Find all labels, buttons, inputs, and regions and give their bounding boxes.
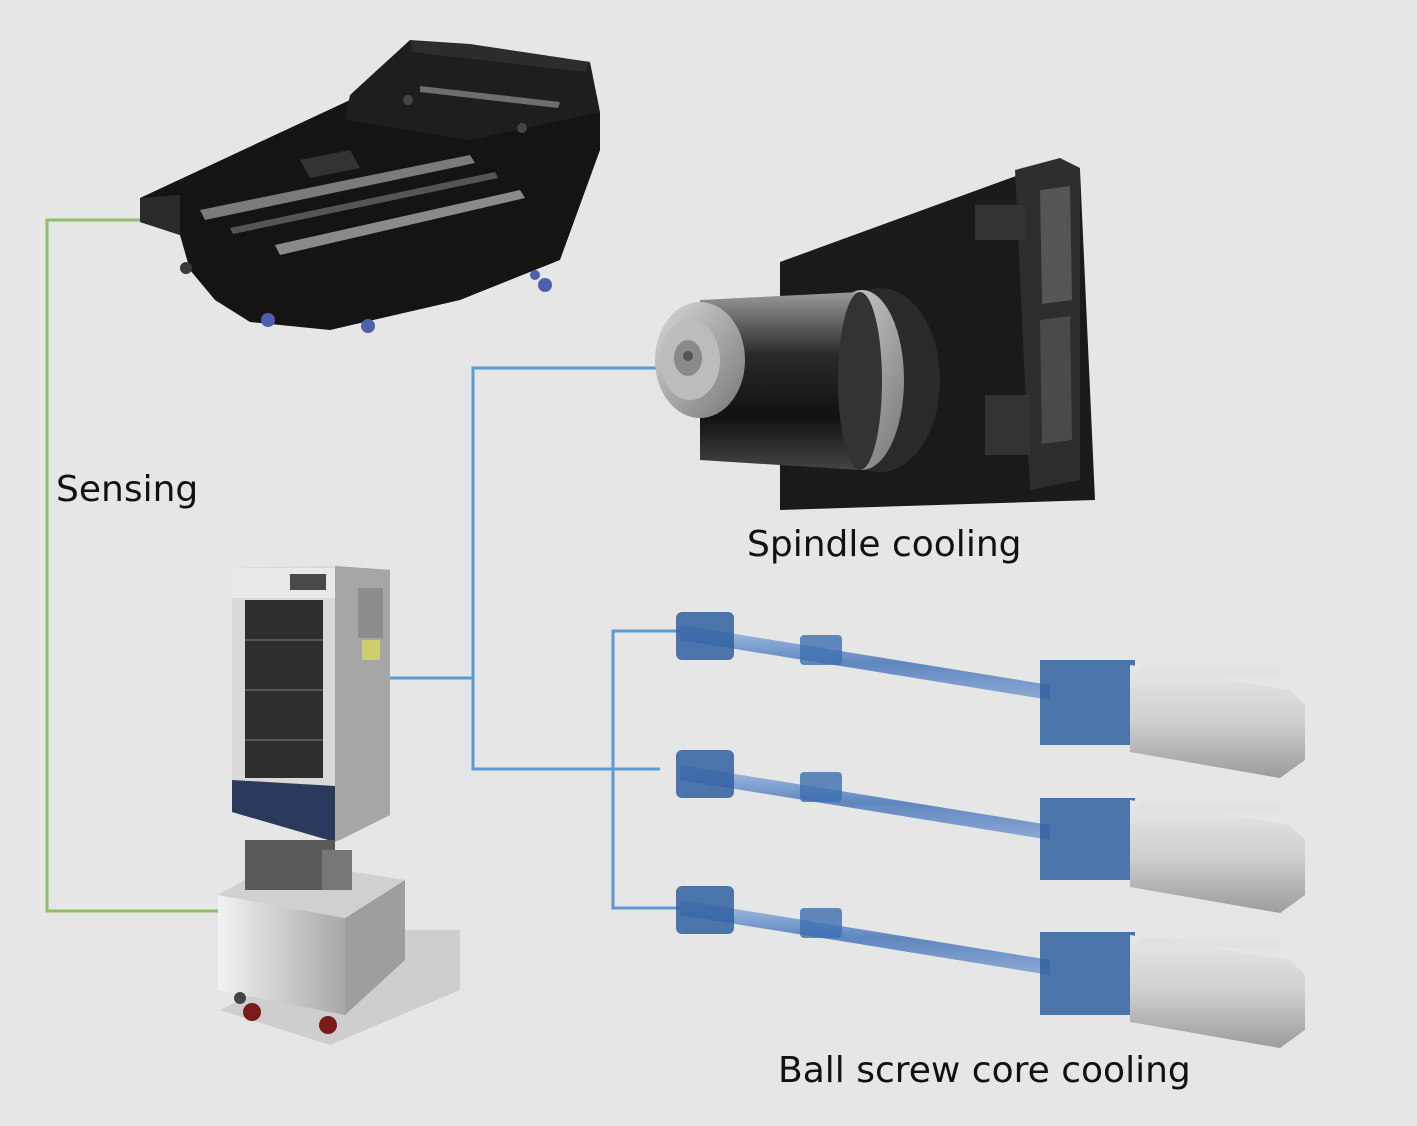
machine-bed-image (140, 40, 600, 333)
spindle-head-image (655, 158, 1095, 510)
spindle-cooling-label: Spindle cooling (747, 524, 1022, 565)
ball-screw-assembly-1 (676, 612, 1305, 778)
oil-chiller-image (218, 566, 460, 1045)
ball-screw-assembly-2 (676, 750, 1305, 913)
ball-screw-cooling-label: Ball screw core cooling (778, 1050, 1191, 1091)
sensing-connector (45, 218, 220, 913)
ball-screw-assembly-3 (676, 886, 1305, 1048)
sensing-label: Sensing (56, 469, 199, 510)
cooling-connector (390, 366, 680, 910)
